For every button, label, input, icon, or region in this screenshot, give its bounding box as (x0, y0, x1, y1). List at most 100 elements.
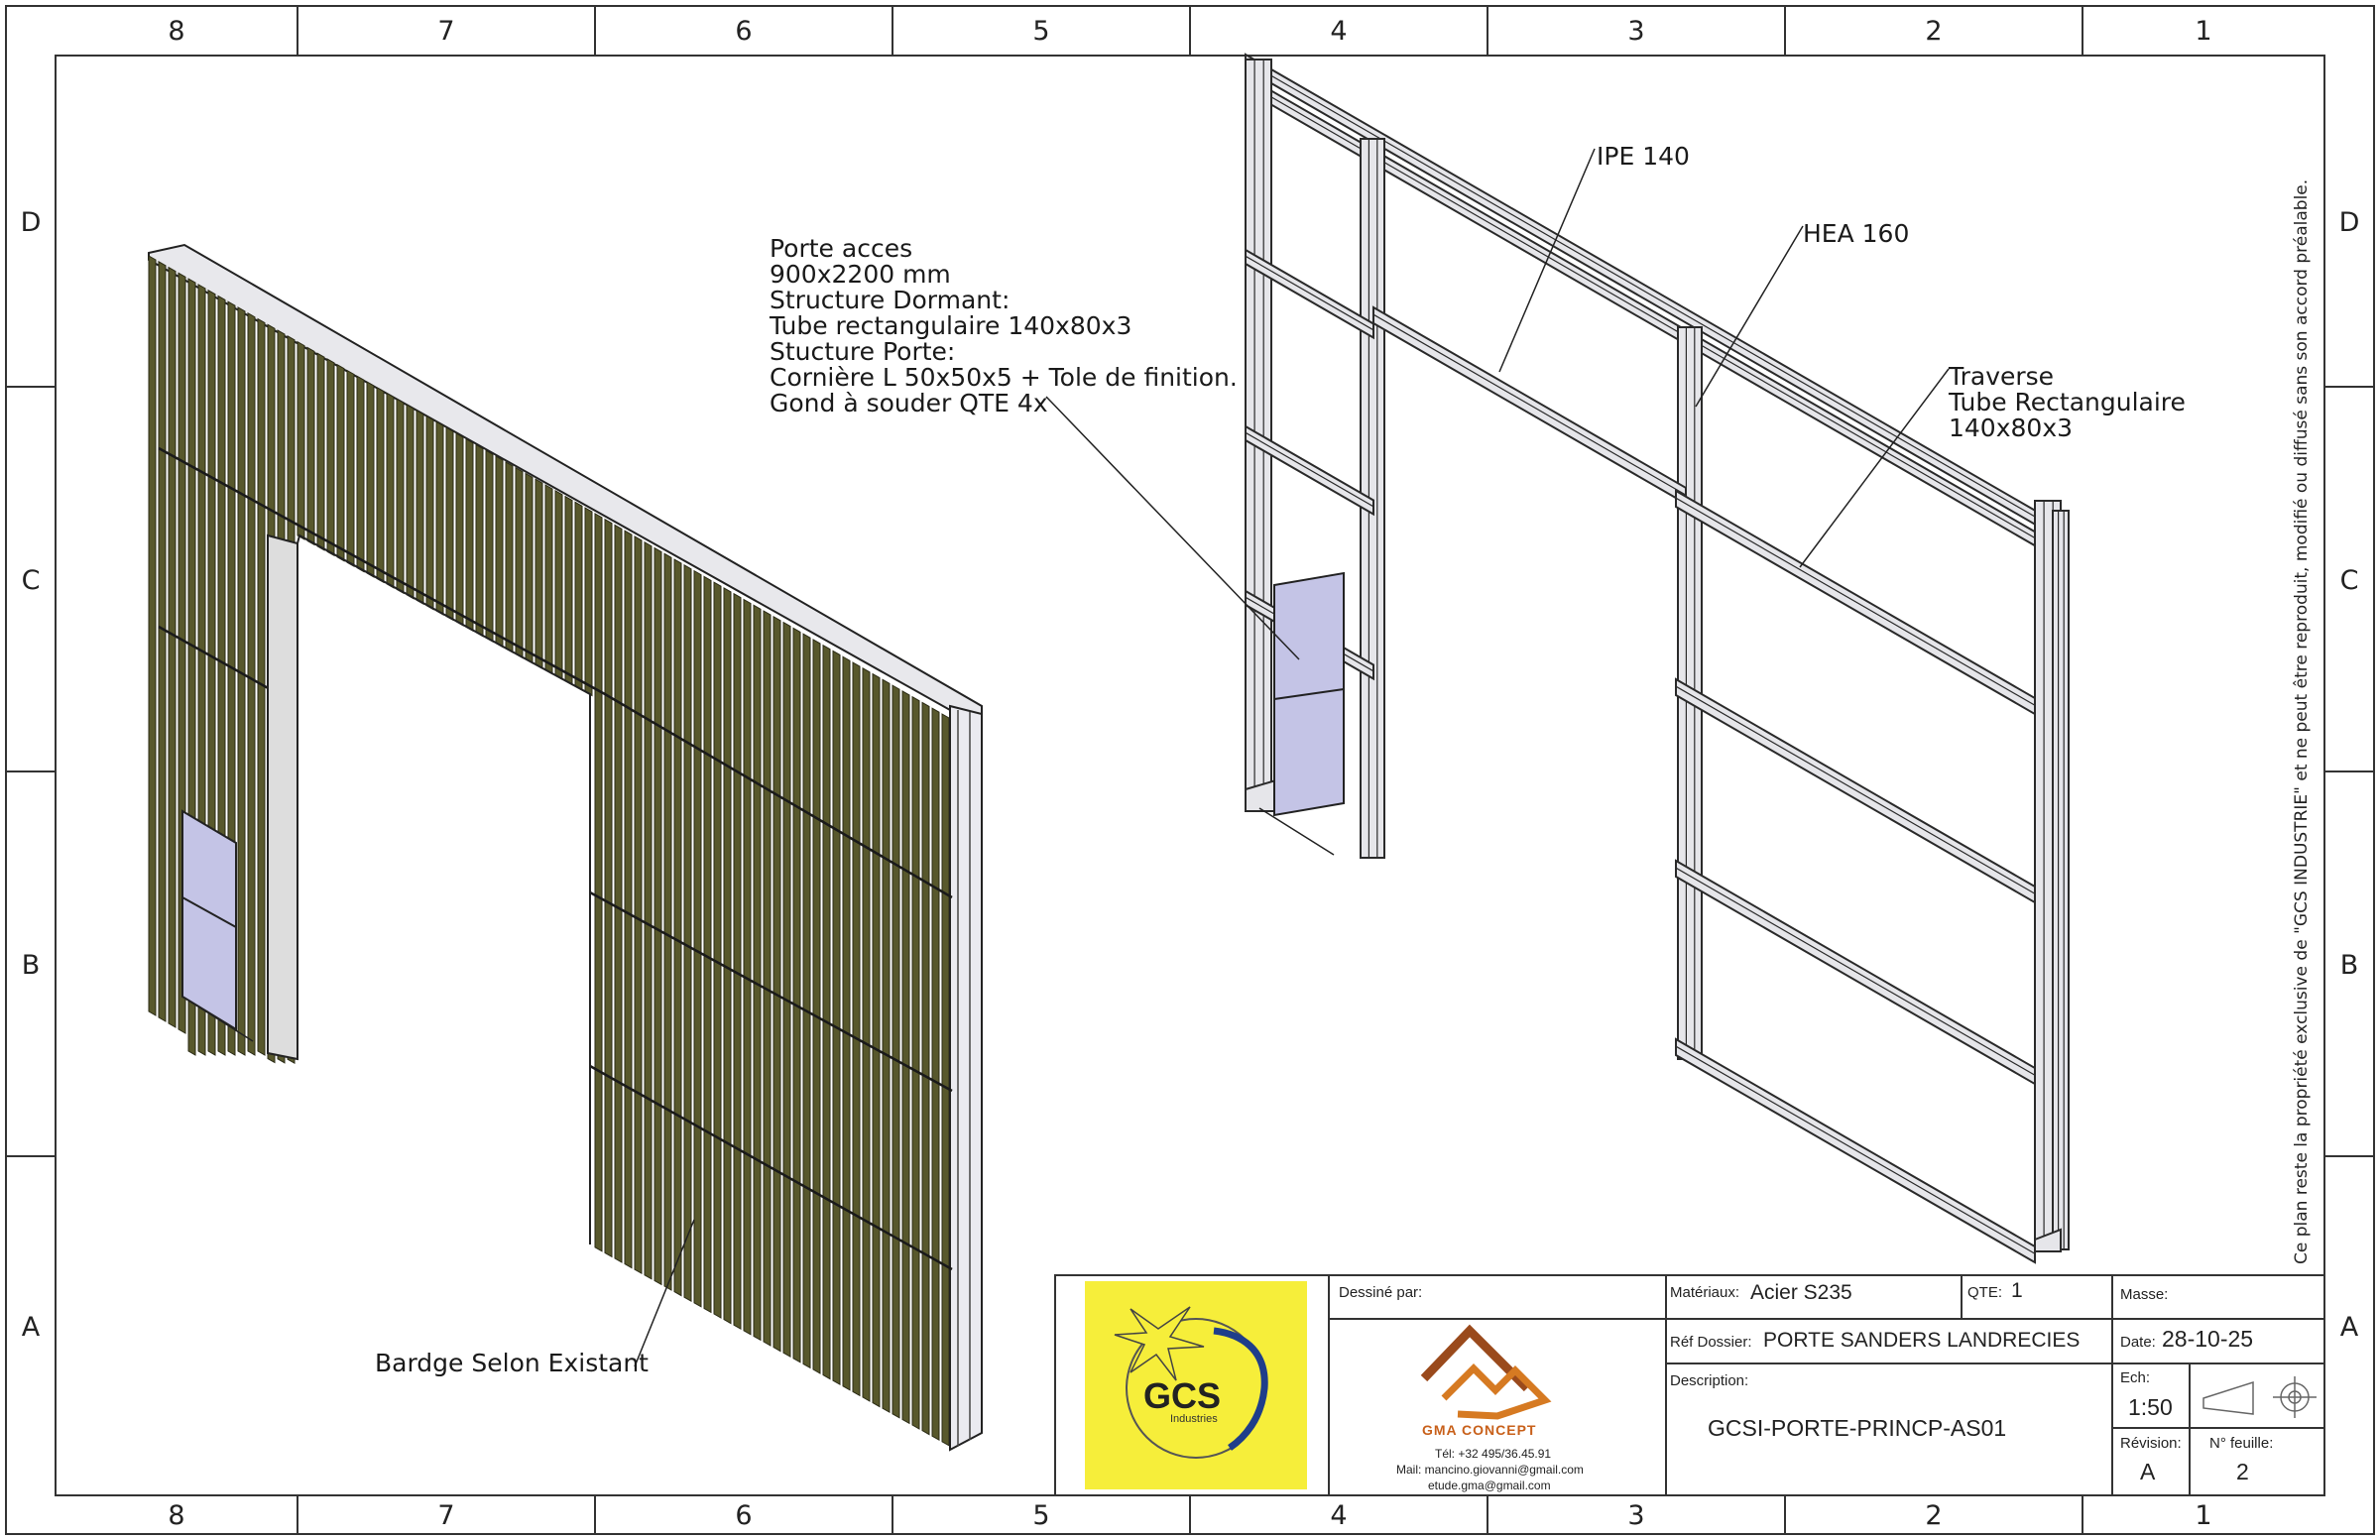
cladding-strip (247, 311, 256, 1056)
cladding-strip (574, 501, 583, 691)
qte-value: 1 (2011, 1279, 2023, 1302)
masse-label: Masse: (2120, 1286, 2168, 1303)
ref-dossier-label: Réf Dossier: (1670, 1334, 1752, 1351)
cladding-strip (525, 472, 534, 664)
cladding-strip (505, 461, 514, 653)
zone-column-label: 5 (1032, 16, 1049, 47)
cladding-strip (892, 684, 900, 1419)
cladding-strip (882, 678, 891, 1414)
cladding-strip (564, 495, 573, 686)
porte-note-line: Gond à souder QTE 4x (770, 389, 1048, 417)
zone-column-label: 8 (168, 16, 184, 47)
zone-column-label: 2 (1925, 16, 1942, 47)
ech-label: Ech: (2120, 1369, 2150, 1386)
cladding-strip (852, 661, 861, 1397)
cladding-strip (911, 695, 920, 1430)
cladding-strip (544, 484, 553, 675)
hea-label: HEA 160 (1803, 219, 1909, 248)
traverse-note-line: Tube Rectangulaire (1948, 388, 2186, 416)
revision-label: Révision: (2120, 1435, 2182, 1452)
zone-ticks (6, 6, 2374, 1534)
porte-note-line: Cornière L 50x50x5 + Tole de finition. (770, 363, 1238, 392)
cladding-strip (168, 266, 177, 1028)
cladding-right-panel (594, 513, 950, 1447)
gma-tel: Tél: +32 495/36.45.91 (1435, 1447, 1551, 1461)
cladding-strip (515, 466, 524, 659)
zone-column-label: 3 (1627, 1500, 1644, 1531)
cladding-strip (634, 535, 643, 1275)
cladding-strip (693, 569, 702, 1308)
gcs-logo: GCS Industries (1085, 1281, 1307, 1489)
porte-acces-note: Porte acces 900x2200 mm Structure Dorman… (769, 234, 1238, 417)
cladding-strip (594, 513, 603, 1252)
cladding-strip (376, 386, 385, 584)
zone-column-label: 7 (437, 1500, 454, 1531)
cladding-strip (535, 478, 543, 670)
zone-row-label: A (2340, 1312, 2359, 1343)
cladding-strip (416, 410, 424, 606)
revision-value: A (2140, 1459, 2156, 1484)
projection-symbol-icon (2202, 1376, 2317, 1418)
steel-beam (1245, 424, 1374, 517)
cladding-strip (425, 415, 434, 611)
cladding-strip (673, 558, 682, 1297)
cladding-strip (475, 443, 484, 638)
cladding-strip (435, 420, 444, 616)
cladding-strip (753, 604, 762, 1342)
zone-column-label: 6 (735, 16, 752, 47)
description-label: Description: (1670, 1372, 1748, 1389)
cladding-strip (554, 489, 563, 681)
cladding-strip (713, 581, 722, 1319)
zone-row-label: C (2340, 565, 2359, 596)
cladding-strip (316, 352, 325, 551)
porte-note-line: Structure Dormant: (770, 286, 1010, 314)
zone-column-label: 4 (1330, 1500, 1347, 1531)
cladding-strip (822, 644, 831, 1380)
cladding-strip (326, 358, 335, 557)
cladding-strip (703, 575, 712, 1314)
cladding-strip (356, 375, 365, 573)
zone-column-label: 8 (168, 1500, 184, 1531)
cladding-strip (802, 633, 811, 1369)
cladding-strip (842, 655, 851, 1391)
cladding-strip (723, 587, 732, 1325)
zone-column-label: 4 (1330, 16, 1347, 47)
leader-lines (634, 148, 1950, 1367)
cladding-strip (931, 707, 940, 1442)
cladding-strip (386, 392, 395, 589)
cladding-left-panel (148, 255, 593, 1244)
description-value: GCSI-PORTE-PRINCP-AS01 (1708, 1415, 2006, 1441)
cladding-strip (485, 449, 494, 644)
cladding-strip (763, 610, 772, 1347)
cladding-strip (733, 592, 742, 1331)
feuille-value: 2 (2236, 1459, 2249, 1484)
cladding-strip (773, 615, 781, 1353)
steel-beam (1675, 677, 2036, 904)
cladding-strip (743, 598, 752, 1336)
cladding-strip (495, 455, 504, 649)
dessine-par-label: Dessiné par: (1339, 1284, 1422, 1301)
zone-column-label: 1 (2195, 1500, 2211, 1531)
ech-value: 1:50 (2128, 1394, 2173, 1420)
porte-note-line: Porte acces (770, 234, 912, 263)
cladding-strip (406, 404, 415, 600)
bardage-label: Bardge Selon Existant (375, 1349, 649, 1377)
gcs-logo-name: GCS (1143, 1375, 1221, 1416)
steel-structure-view (1245, 53, 2070, 1264)
steel-post (2052, 510, 2070, 1250)
porte-note-line: Stucture Porte: (770, 337, 955, 366)
porte-note-line: 900x2200 mm (770, 260, 951, 289)
zone-row-label: C (22, 565, 41, 596)
cladding-strip (812, 639, 821, 1374)
cladded-wall-view (148, 243, 983, 1452)
materiaux-label: Matériaux: (1670, 1284, 1739, 1301)
gcs-logo-sub: Industries (1170, 1413, 1218, 1425)
zone-column-label: 2 (1925, 1500, 1942, 1531)
zone-row-label: B (2340, 950, 2359, 981)
cladding-strip (663, 552, 672, 1291)
zone-row-label: D (2339, 207, 2360, 238)
cladding-strip (158, 260, 167, 1022)
cladding-strip (366, 381, 375, 578)
